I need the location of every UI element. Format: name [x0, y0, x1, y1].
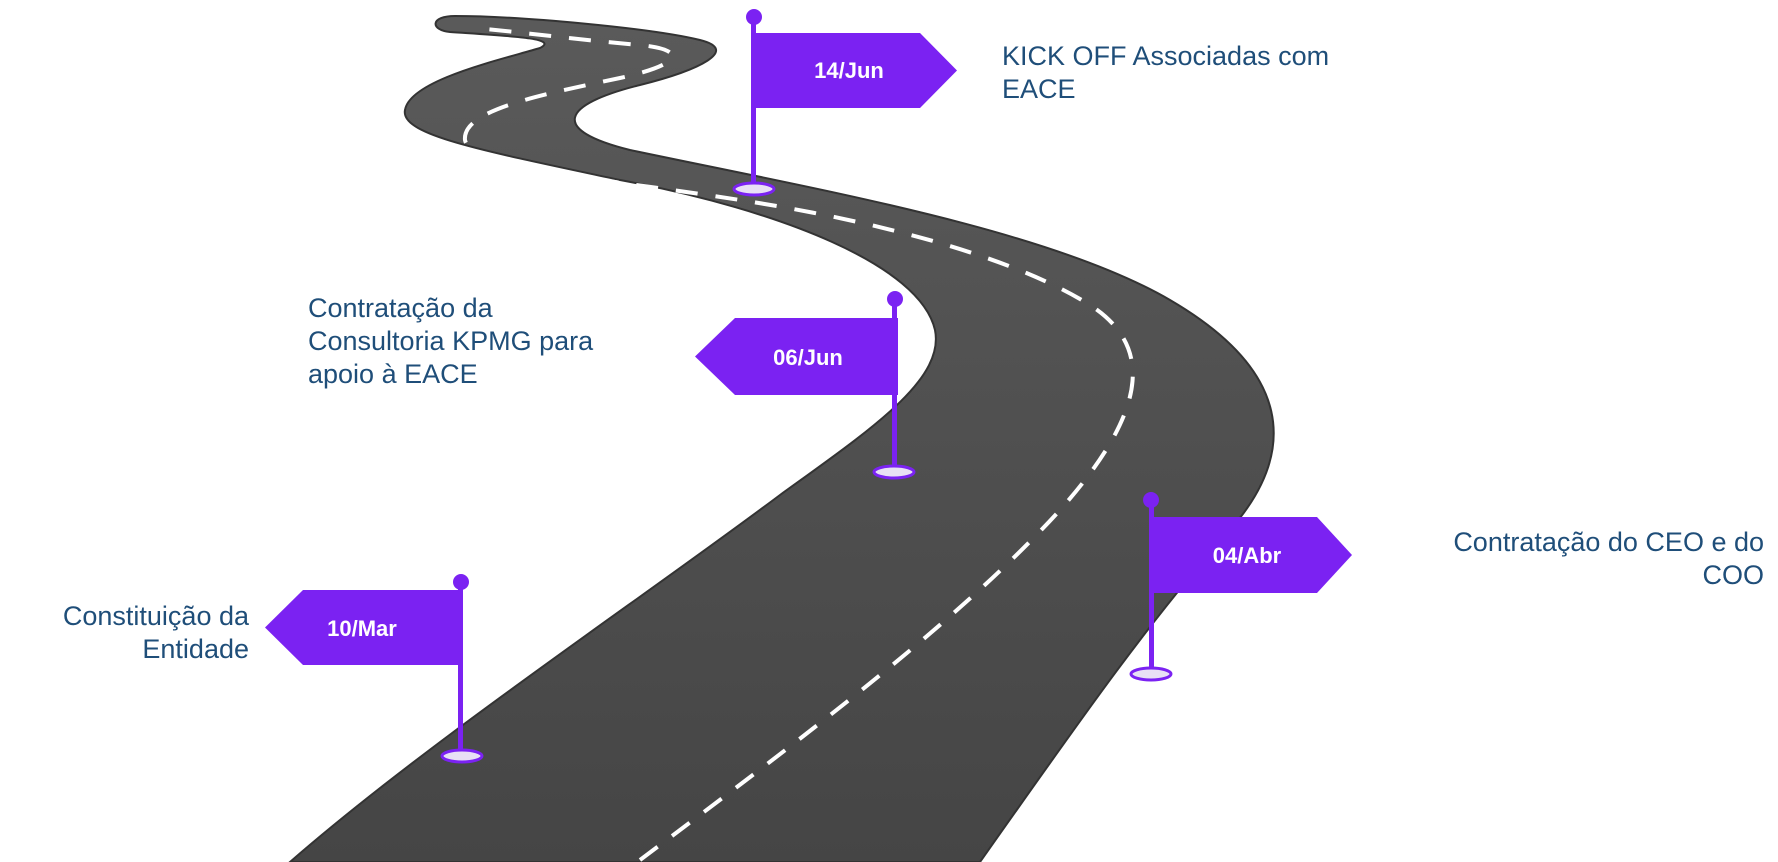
description-line: apoio à EACE — [308, 359, 478, 389]
milestone-date-4: 14/Jun — [814, 58, 884, 83]
milestone-date-3: 06/Jun — [773, 345, 843, 370]
description-line: Entidade — [142, 634, 249, 664]
description-line: KICK OFF Associadas com — [1002, 41, 1330, 71]
flag-banner — [755, 33, 957, 108]
description-line: Consultoria KPMG para — [308, 326, 594, 356]
flag-pole-top — [1143, 492, 1159, 508]
milestone-flag-4: 14/Jun — [732, 9, 957, 197]
flag-pole-base — [1129, 666, 1173, 682]
milestone-description-2: Contratação do CEO e do COO — [1360, 526, 1764, 592]
description-line: COO — [1702, 560, 1764, 590]
flag-pole-top — [887, 291, 903, 307]
flag-pole — [458, 583, 463, 753]
flag-pole-base — [872, 464, 916, 480]
flag-pole-base — [440, 748, 484, 764]
milestone-description-4: KICK OFF Associadas com EACE — [1002, 40, 1422, 106]
description-line: EACE — [1002, 74, 1076, 104]
flag-pole — [751, 18, 756, 188]
flag-banner — [1153, 517, 1352, 593]
description-line: Constituição da — [62, 601, 249, 631]
road-center-line — [463, 26, 1135, 862]
milestone-flag-2: 04/Abr — [1129, 492, 1352, 682]
milestone-description-3: Contratação da Consultoria KPMG para apo… — [308, 292, 688, 391]
description-line: Contratação da — [308, 293, 493, 323]
milestone-description-1: Constituição da Entidade — [0, 600, 249, 666]
flag-pole-base — [732, 181, 776, 197]
flag-pole — [892, 301, 897, 471]
milestone-date-2: 04/Abr — [1213, 543, 1282, 568]
flag-pole-top — [746, 9, 762, 25]
flag-banner — [265, 590, 462, 665]
description-line: Contratação do CEO e do — [1453, 527, 1764, 557]
flag-pole — [1149, 502, 1154, 672]
flag-banner — [695, 318, 898, 395]
milestone-flag-3: 06/Jun — [695, 291, 916, 480]
road — [288, 14, 1275, 862]
flag-pole-top — [453, 574, 469, 590]
milestone-flag-1: 10/Mar — [265, 574, 484, 764]
milestone-date-1: 10/Mar — [327, 616, 397, 641]
